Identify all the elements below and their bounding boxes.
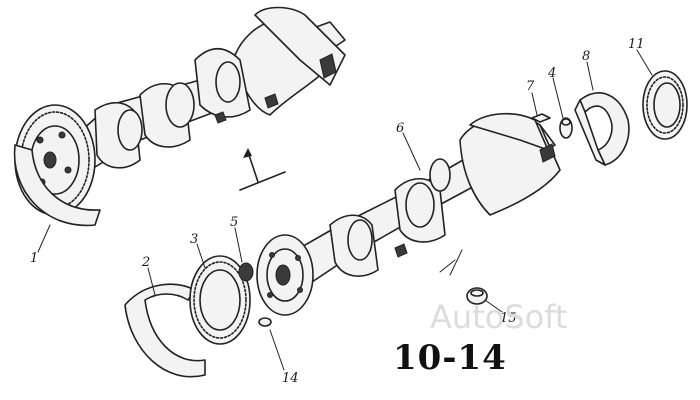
- callout-7: 7: [526, 79, 535, 94]
- callout-2: 2: [141, 255, 150, 270]
- timing-gear-3: [189, 255, 251, 345]
- callout-11: 11: [628, 37, 645, 52]
- leader-lines: [37, 49, 653, 371]
- callout-5: 5: [230, 215, 238, 230]
- key-14: [258, 317, 272, 327]
- callout-8: 8: [582, 49, 590, 64]
- half-thrust-washer-2: [124, 283, 206, 378]
- watermark: AutoSoft: [430, 298, 568, 336]
- callout-6: 6: [396, 121, 404, 136]
- callout-14: 14: [282, 371, 299, 386]
- direction-arrow: [239, 148, 286, 191]
- figure-number: 10-14: [393, 338, 507, 378]
- callout-1: 1: [30, 251, 38, 266]
- upper-crankshaft: [13, 6, 346, 227]
- pin-4: [559, 117, 573, 139]
- callout-4: 4: [547, 66, 556, 81]
- lower-crankshaft: [256, 112, 561, 316]
- gear-ring-11: [642, 70, 688, 140]
- plug-15: [466, 287, 488, 305]
- bushing-5: [238, 262, 254, 282]
- counterweight-8: [574, 92, 630, 166]
- callout-3: 3: [190, 232, 198, 247]
- callout-15: 15: [500, 311, 517, 326]
- key-7: [531, 113, 551, 123]
